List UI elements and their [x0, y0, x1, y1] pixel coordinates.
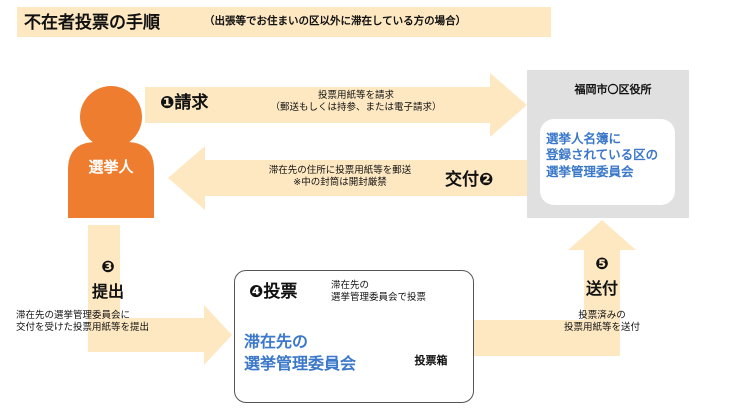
step-label: 請求 [174, 93, 209, 113]
vote-committee-text: 滞在先の 選挙管理委員会 [244, 331, 356, 376]
office-committee-line: 選挙管理委員会 [546, 163, 634, 179]
voter-label: 選挙人 [88, 158, 134, 176]
office-committee-box [540, 119, 675, 205]
step-request-heading: ❶請求 [160, 93, 208, 114]
step-send-label: 送付 [585, 279, 618, 298]
step-send-number: ❺ [595, 254, 609, 273]
step-issue-heading: 交付❷ [445, 170, 493, 191]
step-label: 交付 [445, 170, 479, 190]
detail-line: 滞在先の [331, 280, 370, 291]
office-committee-text: 選挙人名簿に 登録されている区の 選挙管理委員会 [546, 131, 658, 180]
vote-panel [234, 270, 474, 403]
detail-line: 投票用紙等を送付 [563, 321, 640, 333]
step-issue-detail: 滞在先の住所に投票用紙等を郵送 ※中の封筒は開封厳禁 [240, 165, 440, 189]
detail-line: ※中の封筒は開封厳禁 [293, 176, 387, 188]
step-number: ❹ [249, 282, 264, 302]
detail-line: 投票用紙等を請求 [317, 90, 394, 101]
detail-line: 滞在先の住所に投票用紙等を郵送 [268, 165, 412, 176]
ballot-box-label: 投票箱 [414, 354, 448, 367]
step-request-detail: 投票用紙等を請求 （郵送もしくは持参、または電子請求） [246, 90, 466, 114]
detail-line: 投票済みの [578, 310, 626, 321]
vote-committee-line: 滞在先の [244, 332, 309, 351]
vote-committee-line: 選挙管理委員会 [244, 354, 357, 374]
title-band [17, 7, 551, 37]
send-arrow [472, 220, 636, 356]
step-submit-label: 提出 [91, 282, 124, 301]
detail-line: （郵送もしくは持参、または電子請求） [270, 101, 442, 113]
page-subtitle: （出張等でお住まいの区以外に滞在している方の場合） [204, 15, 467, 27]
detail-line: 交付を受けた投票用紙等を提出 [16, 321, 150, 333]
office-committee-line: 選挙人名簿に [546, 131, 622, 146]
request-arrow [145, 73, 527, 137]
office-committee-line: 登録されている区の [546, 147, 659, 163]
page-title: 不在者投票の手順 [24, 13, 160, 33]
submit-arrow [88, 225, 232, 365]
step-number: ❶ [160, 93, 175, 113]
step-number: ❷ [479, 170, 494, 190]
detail-line: 滞在先の選挙管理委員会に [16, 310, 131, 321]
step-send-detail: 投票済みの 投票用紙等を送付 [544, 310, 660, 334]
office-name: 福岡市〇区役所 [574, 83, 652, 96]
step-submit-detail: 滞在先の選挙管理委員会に 交付を受けた投票用紙等を提出 [16, 310, 149, 334]
step-label: 投票 [263, 282, 298, 302]
step-submit-number: ❸ [101, 257, 115, 276]
step-vote-heading: ❹投票 [249, 282, 297, 303]
issue-arrow [168, 146, 535, 210]
voter-person-icon [68, 86, 154, 218]
detail-line: 選挙管理委員会で投票 [331, 291, 427, 303]
step-vote-detail: 滞在先の 選挙管理委員会で投票 [331, 280, 426, 304]
